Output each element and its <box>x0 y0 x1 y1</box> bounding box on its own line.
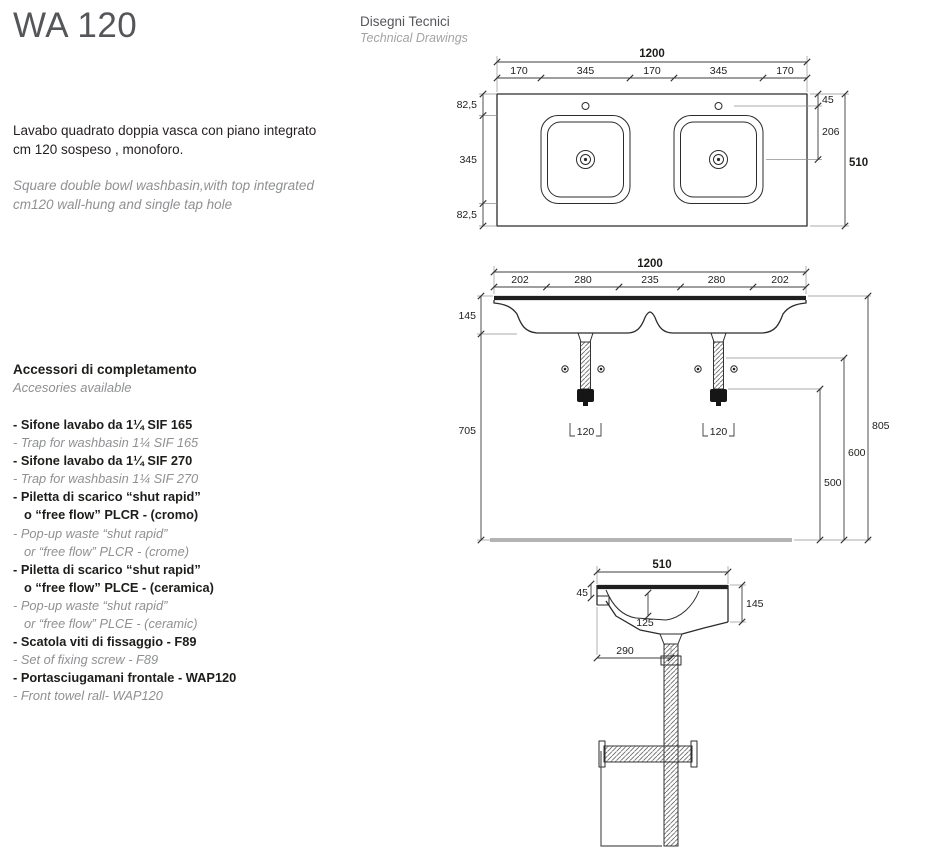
basin-top-outline <box>496 93 808 227</box>
side-dim-back-offset: 45 <box>576 587 588 599</box>
wall-bracket <box>596 595 610 606</box>
section-heading: Disegni Tecnici Technical Drawings <box>360 14 468 45</box>
accessory-line: - Sifone lavabo da 1¼ SIF 165 <box>13 417 193 432</box>
accessory-line: - Piletta di scarico “shut rapid” <box>13 561 201 577</box>
drain-fitting-left <box>577 332 594 343</box>
drain-fitting-side <box>659 633 683 645</box>
accessory-line: - Scatola viti di fissaggio - F89 <box>13 634 197 650</box>
front-dim-right: 600 <box>848 447 866 459</box>
accessory-line: - Trap for washbasin 1¼ SIF 165 <box>13 435 199 451</box>
bowl-left <box>540 115 631 204</box>
plan-view-drawing: 1200 170 345 170 345 170 <box>457 48 868 230</box>
front-dim-left: 705 <box>458 425 476 437</box>
front-view-drawing: 1200 202 280 235 280 202 <box>458 258 890 544</box>
front-dim-seg: 235 <box>641 274 659 286</box>
description-english: Square double bowl washbasin,with top in… <box>13 177 393 215</box>
front-dim-seg: 280 <box>708 274 726 286</box>
basin-front-outline <box>493 300 807 334</box>
side-dim-depth: 510 <box>652 559 671 571</box>
plan-dim-left: 82,5 <box>457 99 478 111</box>
accessory-line: - Front towel rall- WAP120 <box>13 688 163 704</box>
plan-dim-total-width: 1200 <box>639 48 665 60</box>
front-dim-right: 805 <box>872 420 890 432</box>
section-heading-en: Technical Drawings <box>360 31 468 45</box>
plan-dim-seg: 170 <box>510 65 528 77</box>
bowl-right <box>673 115 764 204</box>
trap-bottle-left-stem <box>583 402 588 406</box>
front-dim-total-width: 1200 <box>637 258 663 270</box>
trap-bottle-right-stem <box>716 402 721 406</box>
wall-outlet-pipe <box>603 745 693 763</box>
plan-dim-right: 206 <box>822 126 840 138</box>
accessory-line: or “free flow” PLCR - (crome) <box>24 543 189 559</box>
plan-dim-left: 345 <box>459 154 477 166</box>
side-view-drawing: 510 45 125 290 145 <box>576 559 764 847</box>
trap-pipe-right <box>713 341 724 390</box>
description-it-line1: Lavabo quadrato doppia vasca con piano i… <box>13 123 317 138</box>
basin-underside-front <box>681 621 729 635</box>
basin-underside-back <box>605 600 661 635</box>
front-dim-right: 500 <box>824 477 842 489</box>
pipe-collar <box>660 655 682 666</box>
trap-bottle-right <box>710 389 727 402</box>
accessory-line: o “free flow” PLCE - (ceramica) <box>24 579 214 595</box>
plan-dim-left: 82,5 <box>457 209 478 221</box>
front-dim-seg: 202 <box>771 274 789 286</box>
pipe-end-cap-left <box>598 740 606 768</box>
description-italian: Lavabo quadrato doppia vasca con piano i… <box>13 122 373 160</box>
accessories-heading-en: Accesories available <box>13 380 132 395</box>
side-dim-front-height: 145 <box>746 598 764 610</box>
description-en-line2: cm120 wall-hung and single tap hole <box>13 196 233 212</box>
trap-bottle-left <box>577 389 594 402</box>
description-en-line1: Square double bowl washbasin,with top in… <box>13 178 314 193</box>
tap-hole-right <box>714 102 723 110</box>
trap-pipe-left <box>580 341 591 390</box>
accessory-line: - Trap for washbasin 1¼ SIF 270 <box>13 471 199 487</box>
accessory-line: - Set of fixing screw - F89 <box>13 652 159 668</box>
side-dim-bowl-depth: 125 <box>636 617 654 629</box>
accessories-list: - Sifone lavabo da 1¼ SIF 165 - Trap for… <box>13 416 236 706</box>
accessory-line: o “free flow” PLCR - (cromo) <box>24 507 199 523</box>
tap-hole-left <box>581 102 590 110</box>
plan-dim-seg: 345 <box>577 65 595 77</box>
bowl-section-curve <box>605 589 700 621</box>
fixing-screws <box>561 365 738 373</box>
plan-dim-right: 45 <box>822 94 834 106</box>
accessory-line: - Portasciugamani frontale - WAP120 <box>13 670 237 686</box>
page-title: WA 120 <box>13 6 138 45</box>
waste-pipe-side <box>663 643 679 847</box>
section-heading-it: Disegni Tecnici <box>360 14 450 29</box>
drain-fitting-right <box>710 332 727 343</box>
plan-dim-seg: 170 <box>643 65 661 77</box>
front-dim-left: 145 <box>458 310 476 322</box>
description-it-line2: cm 120 sospeso , monoforo. <box>13 141 184 157</box>
plan-dim-seg: 170 <box>776 65 794 77</box>
wall-floor-corner <box>600 751 662 847</box>
accessory-line: or “free flow” PLCE - (ceramic) <box>24 616 198 632</box>
front-dim-seg: 202 <box>511 274 529 286</box>
accessory-line: - Pop-up waste “shut rapid” <box>13 597 168 613</box>
front-dim-trap-right: 120 <box>710 426 728 438</box>
side-dim-drain-offset: 290 <box>616 645 634 657</box>
front-dim-seg: 280 <box>574 274 592 286</box>
accessories-heading-it: Accessori di completamento <box>13 362 197 377</box>
front-dim-trap-left: 120 <box>577 426 595 438</box>
accessory-line: - Sifone lavabo da 1¼ SIF 270 <box>13 453 193 469</box>
pipe-end-cap-right <box>690 740 698 768</box>
plan-dim-seg: 345 <box>710 65 728 77</box>
accessory-line: - Pop-up waste “shut rapid” <box>13 525 168 541</box>
plan-dim-depth: 510 <box>849 157 868 169</box>
accessory-line: - Piletta di scarico “shut rapid” <box>13 489 201 505</box>
